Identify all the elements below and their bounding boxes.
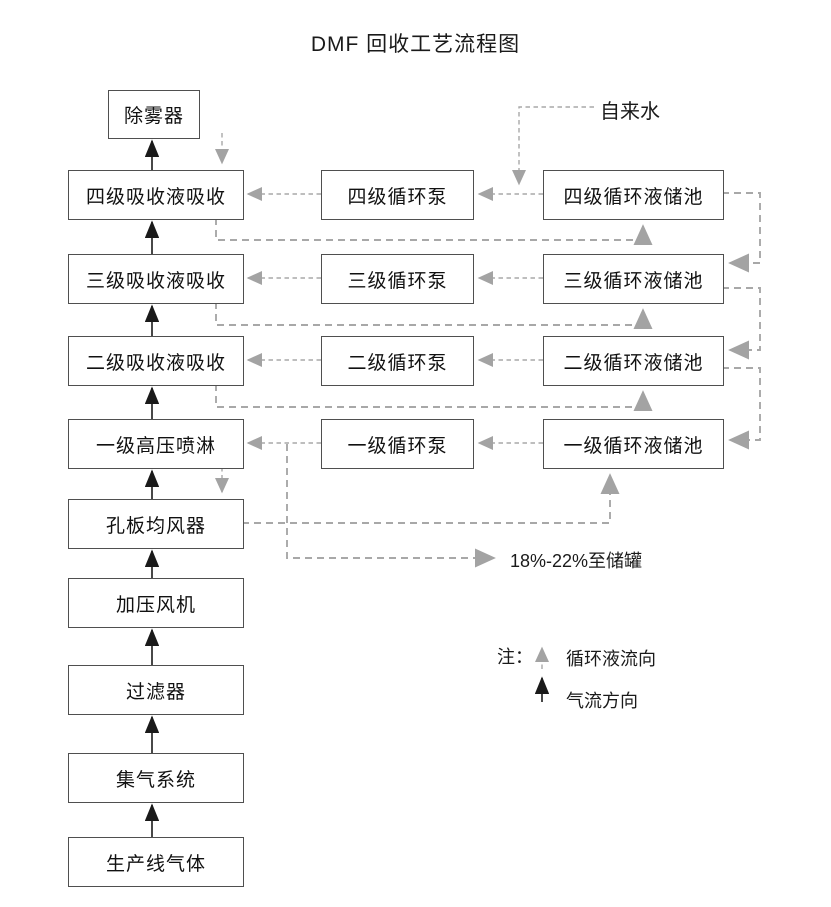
node-production-line-label: 生产线气体 (105, 853, 206, 875)
node-demister-label: 除雾器 (123, 106, 184, 127)
to-storage-label: 18%-22%至储罐 (510, 551, 643, 571)
line-absorber2-return-to-tank2 (215, 384, 653, 411)
line-cascade-tank3-to-tank2 (722, 287, 761, 360)
diagram-title: DMF 回收工艺流程图 (310, 33, 521, 56)
legend-liquid-flow-label: 循环液流向 (566, 649, 656, 669)
node-pump4-label: 四级循环泵 (347, 186, 448, 208)
node-tank3-label: 三级循环液储池 (563, 270, 704, 292)
node-absorber4-label: 四级吸收液吸收 (85, 186, 226, 208)
node-gas-collection-label: 集气系统 (115, 769, 196, 791)
node-tank1-label: 一级循环液储池 (563, 435, 704, 457)
node-filter: 过滤器 (68, 665, 244, 715)
node-filter-label: 过滤器 (125, 681, 186, 703)
node-tank2-label: 二级循环液储池 (563, 352, 704, 374)
node-distributor: 孔板均风器 (68, 499, 244, 549)
node-demister: 除雾器 (108, 90, 200, 139)
node-pump3-label: 三级循环泵 (347, 270, 448, 292)
legend-note-label: 注： (497, 647, 533, 667)
node-tank3: 三级循环液储池 (543, 254, 724, 304)
node-pump4: 四级循环泵 (321, 170, 474, 220)
node-spray1: 一级高压喷淋 (68, 419, 244, 469)
node-fan: 加压风机 (68, 578, 244, 628)
node-distributor-label: 孔板均风器 (105, 515, 206, 537)
node-fan-label: 加压风机 (115, 594, 196, 616)
node-absorber2-label: 二级吸收液吸收 (85, 352, 226, 374)
line-drawoff-to-storage (286, 444, 496, 568)
line-absorber3-return-to-tank3 (215, 302, 653, 329)
node-gas-collection: 集气系统 (68, 753, 244, 803)
node-pump2: 二级循环泵 (321, 336, 474, 386)
node-absorber4: 四级吸收液吸收 (68, 170, 244, 220)
line-cascade-tank4-to-tank3 (722, 192, 761, 273)
node-pump3: 三级循环泵 (321, 254, 474, 304)
node-tank4: 四级循环液储池 (543, 170, 724, 220)
node-absorber3: 三级吸收液吸收 (68, 254, 244, 304)
node-pump2-label: 二级循环泵 (347, 352, 448, 374)
node-pump1: 一级循环泵 (321, 419, 474, 469)
line-absorber4-return-to-tank4 (215, 218, 653, 245)
tap-water-label: 自来水 (600, 101, 660, 123)
line-tap-water-feed (512, 106, 594, 186)
gas-flow-arrows (144, 139, 550, 837)
node-absorber2: 二级吸收液吸收 (68, 336, 244, 386)
legend-gas-flow-label: 气流方向 (566, 691, 638, 711)
liquid-flow-lines-coarse (215, 192, 761, 568)
liquid-flow-lines-fine (215, 106, 594, 669)
node-tank2: 二级循环液储池 (543, 336, 724, 386)
node-pump1-label: 一级循环泵 (347, 435, 448, 457)
node-absorber3-label: 三级吸收液吸收 (85, 270, 226, 292)
node-tank4-label: 四级循环液储池 (563, 186, 704, 208)
node-spray1-label: 一级高压喷淋 (95, 435, 216, 457)
node-tank1: 一级循环液储池 (543, 419, 724, 469)
line-distributor-return-to-tank1 (242, 473, 620, 524)
line-cascade-tank2-to-tank1 (722, 367, 761, 450)
node-production-line: 生产线气体 (68, 837, 244, 887)
